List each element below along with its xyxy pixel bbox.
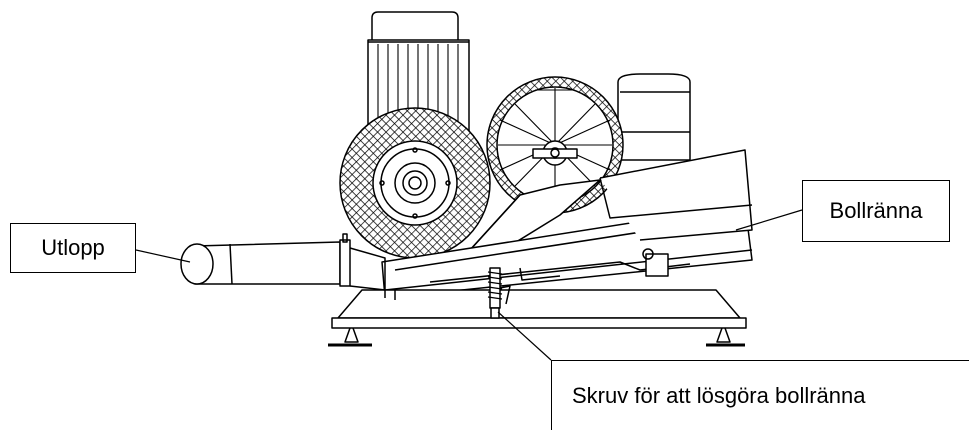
leader-line-outlet [135, 249, 191, 263]
outlet-label: Utlopp [10, 223, 136, 273]
outlet-tube [180, 233, 386, 291]
base-plate [328, 289, 747, 347]
chute-bracket [645, 253, 669, 277]
ball-chute-label: Bollränna [802, 180, 950, 242]
ball-chute [381, 149, 753, 299]
rear-cylinder [617, 73, 691, 161]
leader-line-release-screw [497, 311, 552, 361]
grinding-wheel [339, 107, 491, 259]
spoked-wheel [486, 76, 624, 214]
release-screw [487, 267, 511, 319]
release-screw-label: Skruv för att lösgöra bollränna [551, 360, 969, 430]
leader-line-ball-chute [735, 209, 803, 231]
